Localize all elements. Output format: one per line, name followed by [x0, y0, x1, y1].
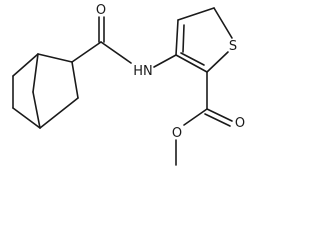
- bond: [206, 108, 233, 122]
- amide-nitrogen-label: HN: [133, 64, 153, 79]
- bond: [175, 54, 208, 73]
- bond: [12, 107, 41, 129]
- methyl-ester-group: [175, 71, 233, 166]
- bond: [32, 53, 39, 93]
- bond: [175, 19, 179, 56]
- bond: [182, 24, 185, 53]
- bond: [39, 97, 79, 129]
- amide-group: [71, 16, 177, 68]
- bond: [12, 53, 39, 77]
- norbornane-ring: [12, 53, 79, 129]
- bond: [206, 51, 229, 73]
- bond: [71, 41, 102, 63]
- bond: [153, 54, 177, 68]
- bond: [32, 91, 41, 129]
- bond: [177, 7, 215, 21]
- bond: [213, 7, 233, 39]
- bond: [180, 52, 205, 66]
- ester-oxygen-label: O: [172, 126, 182, 141]
- thiophene-ring: [175, 7, 233, 73]
- bond: [100, 41, 132, 64]
- bond: [204, 113, 231, 127]
- carbonyl-oxygen-label: O: [96, 3, 106, 18]
- bond: [37, 53, 73, 63]
- thiophene-sulfur-label: S: [229, 39, 237, 54]
- bond: [71, 61, 79, 99]
- ester-carbonyl-oxygen-label: O: [235, 116, 245, 131]
- bond: [183, 108, 208, 126]
- chemical-structure-diagram: O HN S O O: [12, 3, 245, 166]
